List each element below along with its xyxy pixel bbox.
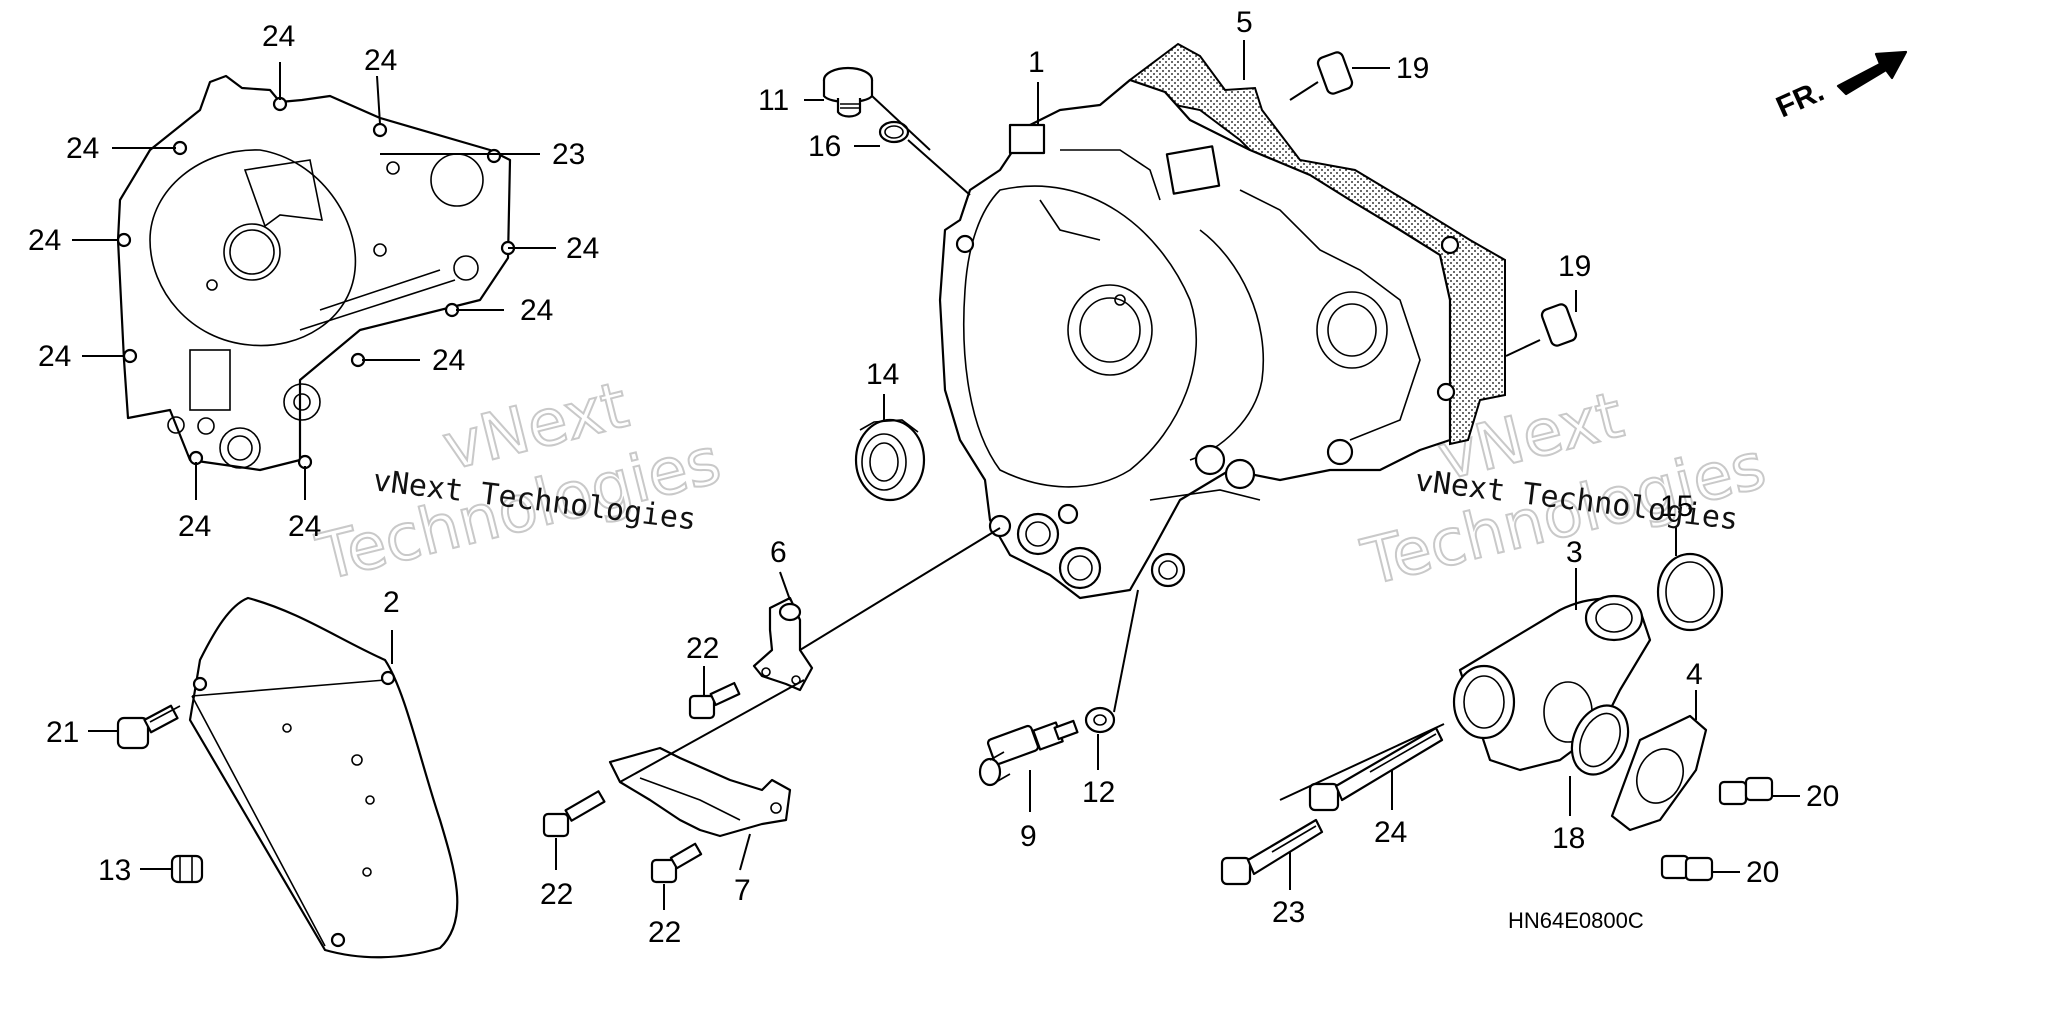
- part-main-case: [938, 42, 1506, 600]
- callout-7: 7: [734, 874, 751, 907]
- callout-24-right-b: 24: [520, 294, 553, 327]
- callout-24-long-bolt: 24: [1374, 816, 1407, 849]
- part-bracket-6: [752, 596, 814, 692]
- callout-21: 21: [46, 716, 79, 749]
- callout-24-right-c: 24: [432, 344, 465, 377]
- part-o-ring-16: [878, 120, 910, 144]
- callout-1: 1: [1028, 46, 1045, 79]
- callout-23-left: 23: [552, 138, 585, 171]
- callout-labels: 24 24 24 24 24 24 24 24 24 24 23 2 21 13…: [28, 6, 1839, 949]
- part-gasket-4: [1610, 714, 1708, 832]
- part-bolt-23: [1220, 818, 1324, 886]
- part-water-joint: [1452, 594, 1652, 772]
- part-o-ring-18: [1570, 704, 1630, 776]
- part-cover-plate: [188, 596, 459, 959]
- callout-24-top-a: 24: [262, 20, 295, 53]
- callout-22-a: 22: [686, 632, 719, 665]
- callout-18: 18: [1552, 822, 1585, 855]
- callout-24-bottom-b: 24: [288, 510, 321, 543]
- callout-6: 6: [770, 536, 787, 569]
- part-bolt-22a: [688, 681, 741, 720]
- callout-24-left-a: 24: [66, 132, 99, 165]
- callout-23-bolt: 23: [1272, 896, 1305, 929]
- part-bracket-7: [608, 746, 792, 838]
- part-washer-12: [1084, 706, 1116, 734]
- part-sensor-switch: [978, 719, 1079, 787]
- part-oil-plug: [822, 66, 874, 118]
- part-bolt-20a: [1718, 776, 1774, 806]
- diagram-code: HN64E0800C: [1508, 908, 1644, 933]
- callout-19-upper: 19: [1396, 52, 1429, 85]
- callout-24-top-b: 24: [364, 44, 397, 77]
- callout-2: 2: [383, 586, 400, 619]
- callout-13: 13: [98, 854, 131, 887]
- callout-22-c: 22: [648, 916, 681, 949]
- callout-5: 5: [1236, 6, 1253, 39]
- callout-24-left-c: 24: [38, 340, 71, 373]
- callout-20-b: 20: [1746, 856, 1779, 889]
- callout-24-bottom-a: 24: [178, 510, 211, 543]
- callout-12: 12: [1082, 776, 1115, 809]
- callout-20-a: 20: [1806, 780, 1839, 813]
- part-nut-13: [170, 854, 204, 884]
- part-bolt-20b: [1660, 854, 1714, 882]
- callout-24-right-a: 24: [566, 232, 599, 265]
- front-direction-arrow-icon: FR.: [1771, 50, 1908, 125]
- callout-9: 9: [1020, 820, 1037, 853]
- callout-11: 11: [758, 84, 789, 117]
- part-dowel-pin-upper: [1316, 51, 1354, 95]
- callout-3: 3: [1566, 536, 1583, 569]
- part-o-ring-15: [1656, 552, 1724, 632]
- part-long-bolt-24: [1308, 726, 1444, 812]
- callout-19-lower: 19: [1558, 250, 1591, 283]
- callout-15: 15: [1660, 490, 1693, 523]
- callout-16: 16: [808, 130, 841, 163]
- part-oil-seal: [854, 418, 926, 502]
- part-bolt-22c: [650, 842, 703, 884]
- leader-lines: [72, 40, 1800, 910]
- callout-14: 14: [866, 358, 899, 391]
- part-dowel-pin-lower: [1540, 303, 1578, 347]
- front-direction-label: FR.: [1771, 75, 1829, 125]
- part-bolt-22b: [542, 790, 606, 838]
- callout-24-left-b: 24: [28, 224, 61, 257]
- callout-22-b: 22: [540, 878, 573, 911]
- part-bolt-21: [116, 704, 181, 750]
- callout-4: 4: [1686, 658, 1703, 691]
